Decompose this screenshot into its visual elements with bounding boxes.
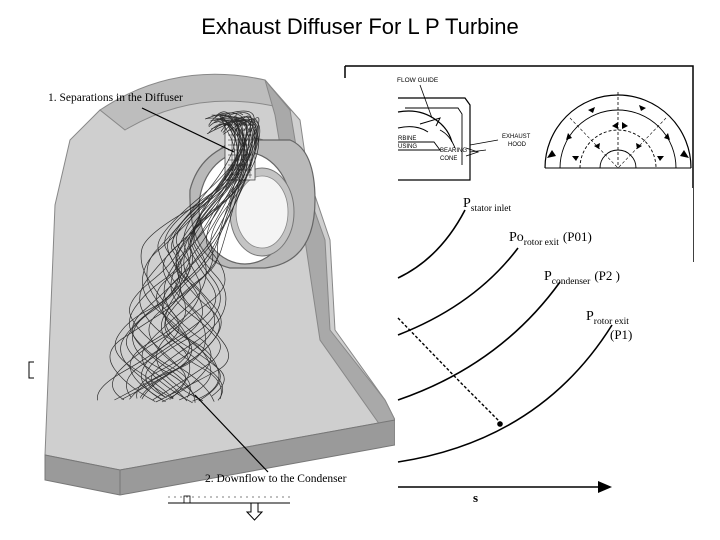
flow-guide-label: FLOW GUIDE [397, 77, 439, 84]
isobar-condenser [397, 281, 561, 401]
ts-diagram: s Pstator inlet Porotor exit(P01) Pconde… [395, 188, 693, 505]
flow-streamlines [97, 110, 261, 404]
isobar-rotor-exit [397, 324, 613, 463]
s-axis-arrow-icon [598, 481, 612, 493]
streamline [150, 119, 248, 399]
housing-front-face [44, 79, 396, 471]
slide-title: Exhaust Diffuser For L P Turbine [201, 14, 519, 39]
state-point [497, 421, 503, 427]
streamline [129, 119, 261, 398]
hood-section-outer [544, 94, 692, 169]
streamline [161, 119, 238, 400]
curve-label-stator-inlet: Pstator inlet [463, 196, 512, 214]
hood-flow-arrows [566, 105, 670, 161]
isobar-stator-inlet [397, 209, 466, 279]
streamline [129, 121, 242, 400]
callout-2-leader [194, 394, 269, 473]
callout-2-label: 2. Downflow to the Condenser [205, 473, 347, 485]
cfd-diffuser-figure: 1. Separations in the Diffuser 2. Downfl… [28, 73, 396, 521]
streamline [164, 122, 245, 397]
callout-1-label: 1. Separations in the Diffuser [48, 92, 183, 104]
using-label: USING [398, 144, 417, 150]
streamline [114, 117, 236, 401]
bearing-label: BEARING [440, 148, 467, 154]
exhaust-label: EXHAUST [502, 134, 531, 140]
isobar-rotor-exit-stagnation [397, 247, 519, 336]
downflow-arrow-icon [245, 502, 264, 521]
bracket-mark-icon [28, 361, 34, 379]
curve-label-rotor-exit-paren: (P1) [610, 327, 632, 342]
callout-1-leader [141, 107, 235, 153]
streamline [156, 115, 254, 402]
streamline [141, 112, 248, 400]
curve-label-rotor-exit: Protor exit [586, 309, 629, 327]
cone-label: CONE [440, 156, 457, 162]
curve-label-rotor-exit-stagnation: Porotor exit(P01) [509, 229, 592, 248]
expansion-process-line [397, 317, 501, 423]
rbine-label: RBINE [398, 136, 416, 142]
streamline [148, 117, 253, 402]
condenser-dimension-line [168, 495, 290, 504]
curve-label-condenser: Pcondenser(P2 ) [544, 268, 620, 287]
streamline [161, 116, 244, 403]
streamline [161, 118, 259, 402]
streamline [136, 116, 236, 399]
hood-label: HOOD [508, 142, 527, 148]
s-axis-label: s [473, 490, 478, 505]
